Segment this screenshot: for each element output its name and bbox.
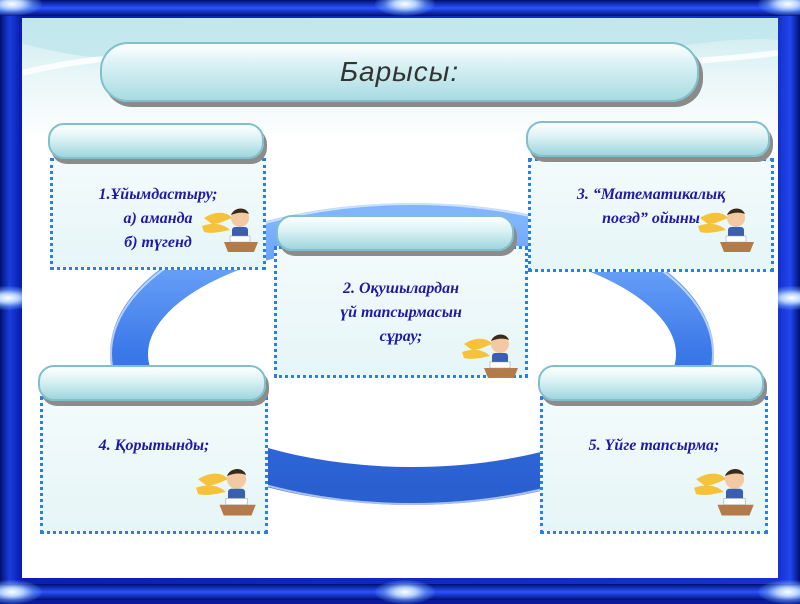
- step-2-line-3: сұрау;: [379, 328, 423, 345]
- step-3-line-1: 3. “Математикалық: [576, 186, 726, 203]
- sparkle-icon: [758, 0, 800, 16]
- student-at-desk-icon: [196, 469, 256, 516]
- sparkle-icon: [375, 0, 435, 16]
- step-1-header-pill: [48, 123, 264, 159]
- step-2-line-2: үй тапсырмасын: [340, 304, 462, 321]
- step-2-header-pill: [276, 215, 514, 251]
- title-banner: Барысы:: [100, 42, 699, 102]
- student-at-desk-icon: [694, 469, 754, 516]
- step-1-line-2: а) аманда: [123, 210, 193, 227]
- step-3-header-pill: [526, 121, 770, 157]
- student-at-desk-icon: [202, 208, 258, 252]
- step-4-line-1: 4. Қорытынды;: [98, 437, 210, 454]
- step-3-line-2: поезд” ойыны: [602, 210, 700, 227]
- step-5-line-1: 5. Үйге тапсырма;: [588, 437, 720, 454]
- sparkle-icon: [758, 580, 800, 604]
- student-at-desk-icon: [698, 208, 754, 252]
- student-at-desk-icon: [462, 334, 518, 378]
- step-5-header-pill: [538, 365, 764, 401]
- step-1-line-1: 1.Ұйымдастыру;: [98, 186, 218, 203]
- step-4-header-pill: [38, 365, 266, 401]
- step-1-line-3: б) түгенд: [124, 234, 192, 251]
- sparkle-icon: [375, 580, 435, 604]
- slide-canvas: Барысы: 1.Ұйымдастыру; а) аманда б) түге…: [22, 18, 778, 578]
- step-2-line-1: 2. Оқушылардан: [342, 280, 459, 297]
- page-title: Барысы:: [339, 56, 460, 87]
- sparkle-icon: [0, 0, 42, 16]
